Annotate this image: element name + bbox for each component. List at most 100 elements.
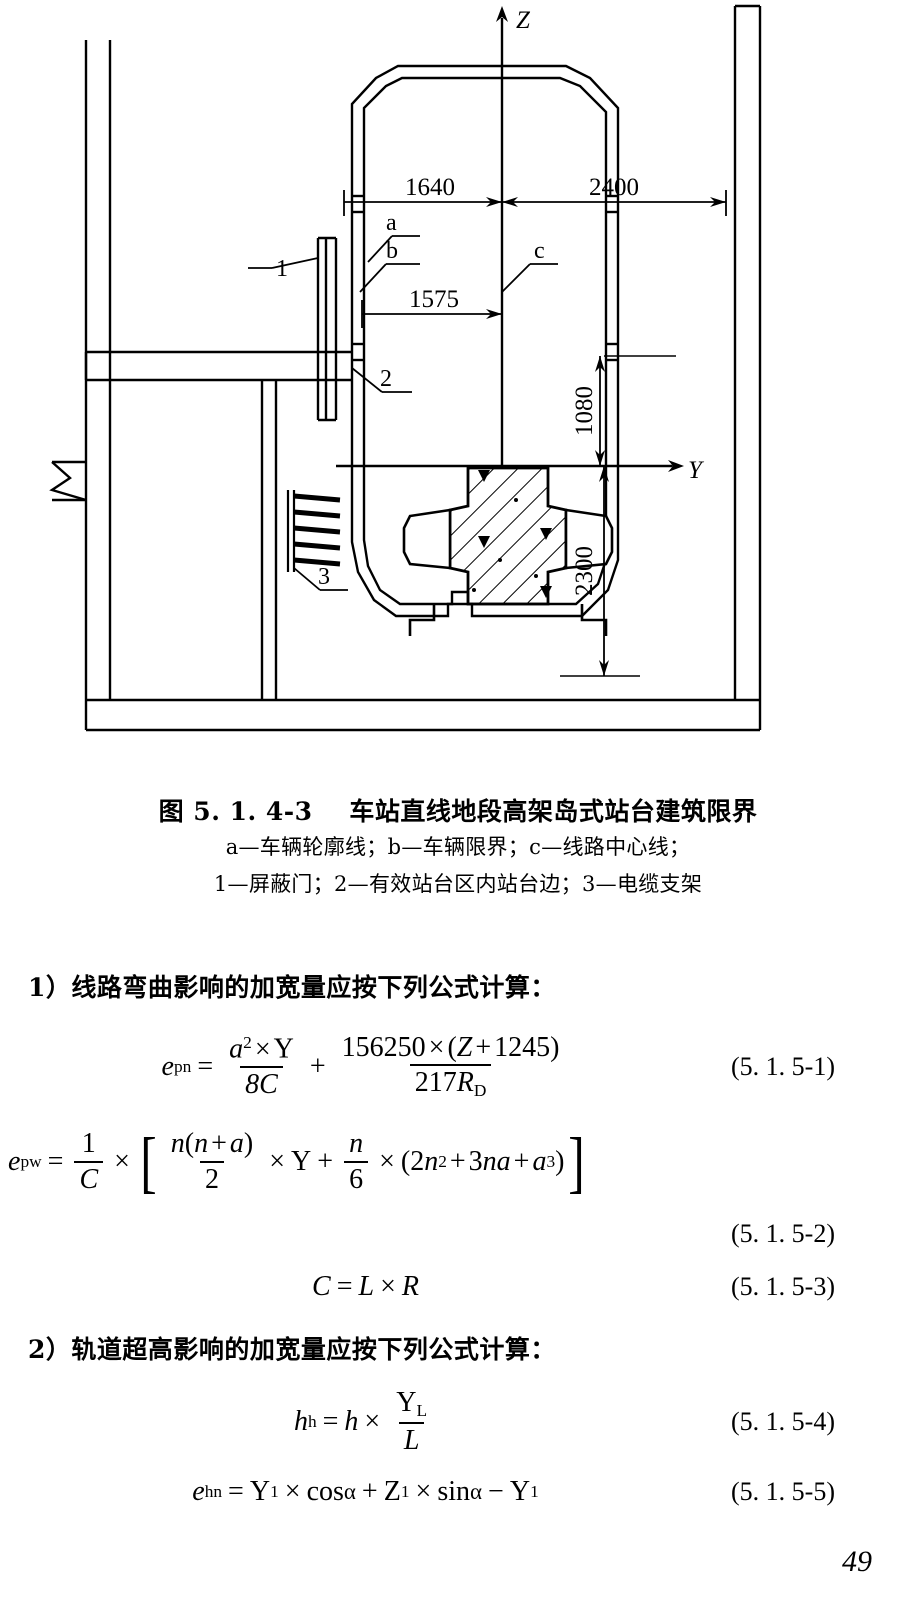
eq2-n1: n: [170, 1128, 185, 1160]
eq5-equals: =: [228, 1476, 244, 1507]
list-item-2: 2）轨道超高影响的加宽量应按下列公式计算：: [28, 1335, 556, 1364]
eq2-group-close: ): [555, 1146, 565, 1177]
eq3-l: L: [358, 1271, 375, 1302]
eq2-close-paren: ): [243, 1128, 254, 1160]
eq1-equals: =: [197, 1050, 214, 1082]
page-number: 49: [842, 1545, 872, 1578]
eq2-n2: n: [194, 1128, 209, 1160]
eq2-frac-den: C: [74, 1160, 104, 1195]
eq2-coef-2: 2: [410, 1146, 425, 1177]
eq1-t2-coef: 217: [414, 1067, 457, 1099]
eq2-one-over-c: 1 C: [74, 1129, 104, 1195]
eq1-t1-y: Y: [273, 1033, 294, 1065]
leader-label-a: a: [386, 210, 397, 236]
figure-caption-block: 图 5. 1. 4-3 车站直线地段高架岛式站台建筑限界 a—车辆轮廓线；b—车…: [0, 795, 916, 902]
equation-5-1-5-3: C = L × R (5. 1. 5-3): [0, 1264, 916, 1310]
eq2-inner-numerator: n(n+a): [166, 1129, 258, 1160]
equation-number-5-1-5-4: (5. 1. 5-4): [731, 1407, 835, 1436]
eq5-y1-sub: 1: [270, 1482, 279, 1501]
eq5-times-1: ×: [284, 1476, 301, 1507]
equation-number-5-1-5-1: (5. 1. 5-1): [731, 1052, 835, 1081]
eq1-t2-rsub: D: [473, 1081, 487, 1101]
eq1-term1-denominator: 8C: [240, 1065, 283, 1100]
eq2-term-a: a: [532, 1146, 547, 1177]
eq4-num-y: Y: [396, 1387, 417, 1419]
eq1-t1-exp: 2: [243, 1032, 252, 1052]
eq4-equals: =: [322, 1405, 339, 1437]
eq5-z1: Z: [383, 1476, 401, 1507]
eq3-c: C: [312, 1271, 331, 1302]
eq5-lhs-sub: hn: [204, 1482, 223, 1501]
leader-label-c: c: [534, 238, 545, 264]
eq5-minus: −: [488, 1476, 504, 1507]
eq4-fraction: YL L: [391, 1387, 432, 1456]
eq2-times-2: ×: [269, 1146, 286, 1177]
eq4-lhs: h: [293, 1405, 308, 1437]
leader-label-1: 1: [276, 256, 288, 282]
eq2-y: Y: [291, 1146, 312, 1177]
figure-caption-title: 图 5. 1. 4-3 车站直线地段高架岛式站台建筑限界: [158, 797, 758, 826]
eq2-inner-a: a: [229, 1128, 244, 1160]
eq2-plus: +: [317, 1146, 334, 1177]
eq1-t2-times: ×: [428, 1032, 445, 1064]
eq1-term1-fraction: a2×Y 8C: [224, 1032, 299, 1100]
eq4-lhs-sub: h: [307, 1411, 317, 1431]
eq4-times: ×: [364, 1405, 381, 1437]
eq2-n6-num: n: [349, 1128, 364, 1160]
dimension-1575: 1575: [409, 286, 459, 313]
eq2-bracket-close: ]: [568, 1123, 586, 1200]
dimension-2300: 2300: [571, 546, 598, 596]
leader-label-b: b: [386, 238, 398, 264]
dimension-2400: 2400: [589, 174, 639, 201]
eq2-group-plus-1: +: [449, 1146, 466, 1177]
eq2-n6-den: 6: [344, 1160, 369, 1195]
eq1-term1-numerator: a2×Y: [224, 1032, 299, 1066]
eq2-lhs-sub: pw: [20, 1152, 42, 1171]
list-item-1: 1）线路弯曲影响的加宽量应按下列公式计算：: [28, 973, 556, 1002]
eq2-inner-plus: +: [211, 1128, 227, 1160]
eq1-term2-fraction: 156250×(Z+1245) 217RD: [337, 1032, 565, 1101]
eq5-y2: Y: [509, 1476, 531, 1507]
eq2-group-open: (: [400, 1146, 411, 1177]
eq2-times-1: ×: [114, 1146, 130, 1177]
eq5-alpha-1: α: [343, 1479, 356, 1504]
eq2-bracket-open: [: [140, 1123, 157, 1200]
eq5-z1-sub: 1: [400, 1482, 410, 1501]
eq5-lhs: e: [192, 1476, 205, 1507]
eq5-y1: Y: [249, 1476, 271, 1507]
eq4-numerator: YL: [391, 1387, 432, 1422]
eq2-inner-denominator: 2: [200, 1160, 224, 1195]
axis-label-z: Z: [516, 7, 531, 34]
axis-label-y: Y: [688, 457, 705, 484]
figure-legend-line-2: 1—屏蔽门；2—有效站台区内站台边；3—电缆支架: [213, 871, 703, 896]
eq2-coef-3: 3: [468, 1146, 483, 1177]
eq1-t2-close: ): [550, 1032, 560, 1064]
eq1-t2-z: Z: [456, 1032, 473, 1064]
eq3-equals: =: [336, 1271, 353, 1302]
eq2-term-na: na: [482, 1146, 511, 1177]
eq4-denominator: L: [398, 1421, 425, 1456]
leader-label-3: 3: [318, 564, 330, 590]
eq2-times-3: ×: [379, 1146, 395, 1177]
eq1-t1-a: a: [229, 1033, 244, 1065]
eq2-lhs: e: [8, 1146, 21, 1177]
eq2-inner-fraction: n(n+a) 2: [166, 1129, 258, 1195]
equation-5-1-5-2-number-row: (5. 1. 5-2): [0, 1214, 916, 1254]
eq1-t2-plus: +: [475, 1032, 492, 1064]
eq2-term-n-exp: 2: [438, 1152, 447, 1171]
eq3-times: ×: [380, 1271, 396, 1302]
eq2-term-a-exp: 3: [546, 1152, 556, 1171]
eq1-lhs: e: [161, 1050, 174, 1082]
eq1-plus: +: [309, 1050, 326, 1082]
eq1-t1-times: ×: [254, 1033, 271, 1065]
eq5-times-2: ×: [415, 1476, 432, 1507]
eq5-alpha-2: α: [470, 1479, 483, 1504]
eq1-t2-const: 156250: [341, 1032, 426, 1064]
eq1-t2-val: 1245: [494, 1032, 551, 1064]
